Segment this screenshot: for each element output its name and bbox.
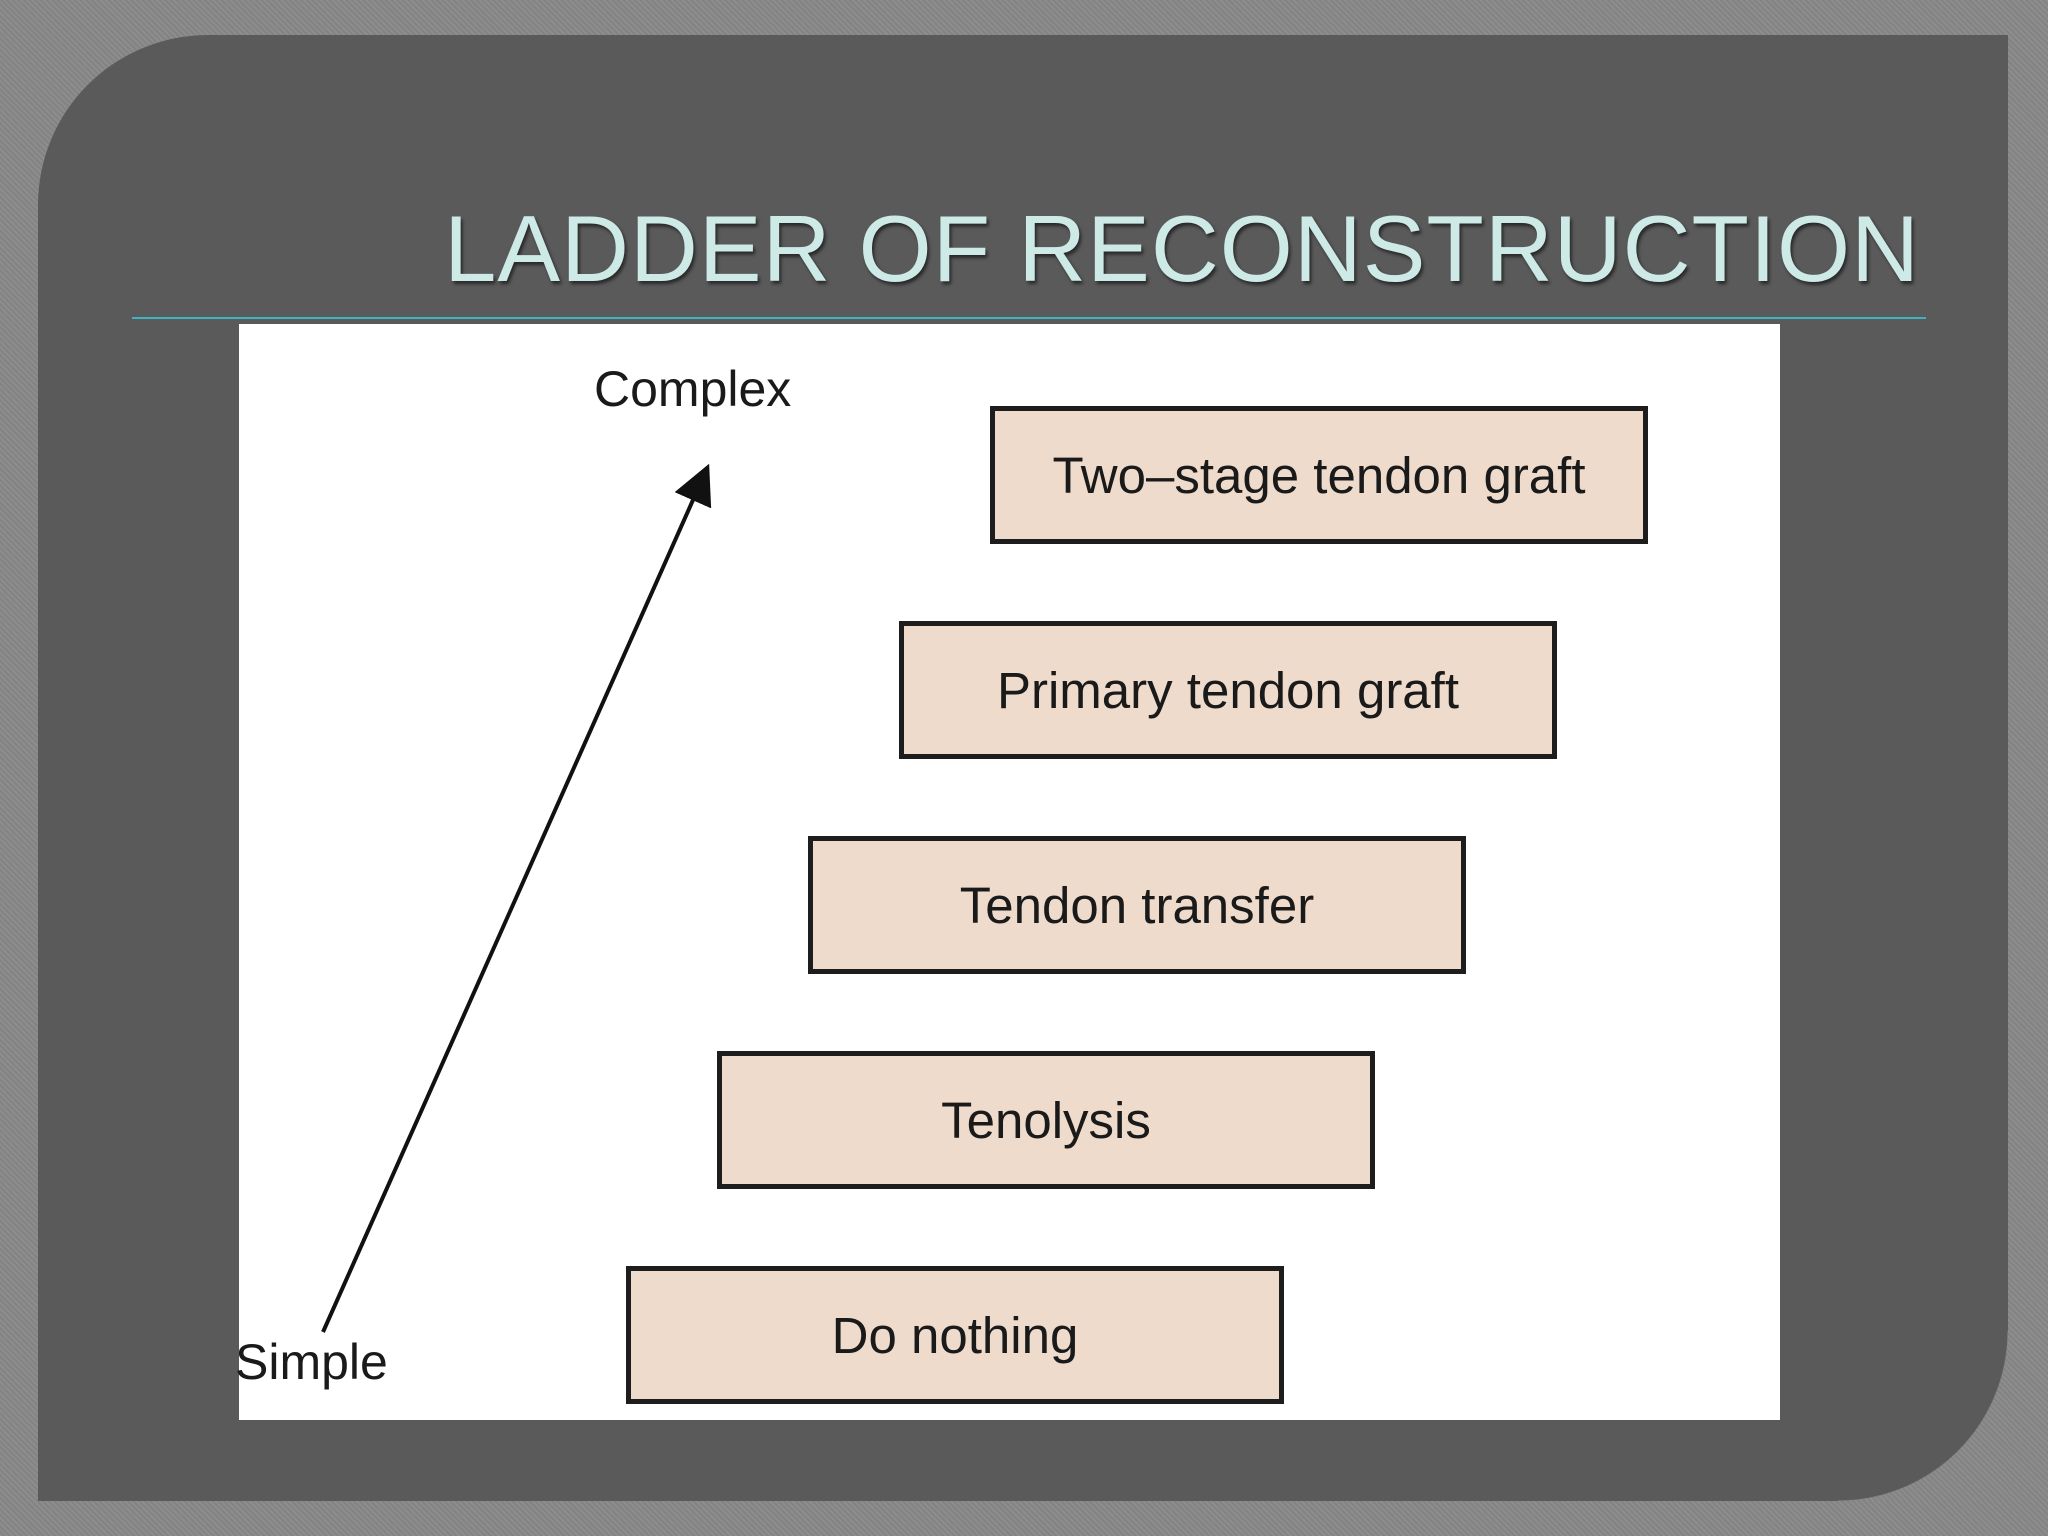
slide-title: LADDER OF RECONSTRUCTION <box>444 196 1920 301</box>
slide: LADDER OF RECONSTRUCTION Complex Simple … <box>38 35 2008 1501</box>
ladder-diagram: Complex Simple Two–stage tendon graft Pr… <box>235 324 1780 1420</box>
axis-label-simple: Simple <box>235 1334 388 1390</box>
step-tenolysis: Tenolysis <box>717 1051 1375 1189</box>
title-underline <box>132 317 1926 319</box>
complexity-arrow <box>321 463 712 1333</box>
axis-label-complex: Complex <box>594 361 792 417</box>
complexity-arrow-line <box>321 463 712 1333</box>
step-two-stage-tendon-graft: Two–stage tendon graft <box>990 406 1648 544</box>
step-tendon-transfer: Tendon transfer <box>808 836 1466 974</box>
step-do-nothing: Do nothing <box>626 1266 1284 1404</box>
step-primary-tendon-graft: Primary tendon graft <box>899 621 1557 759</box>
